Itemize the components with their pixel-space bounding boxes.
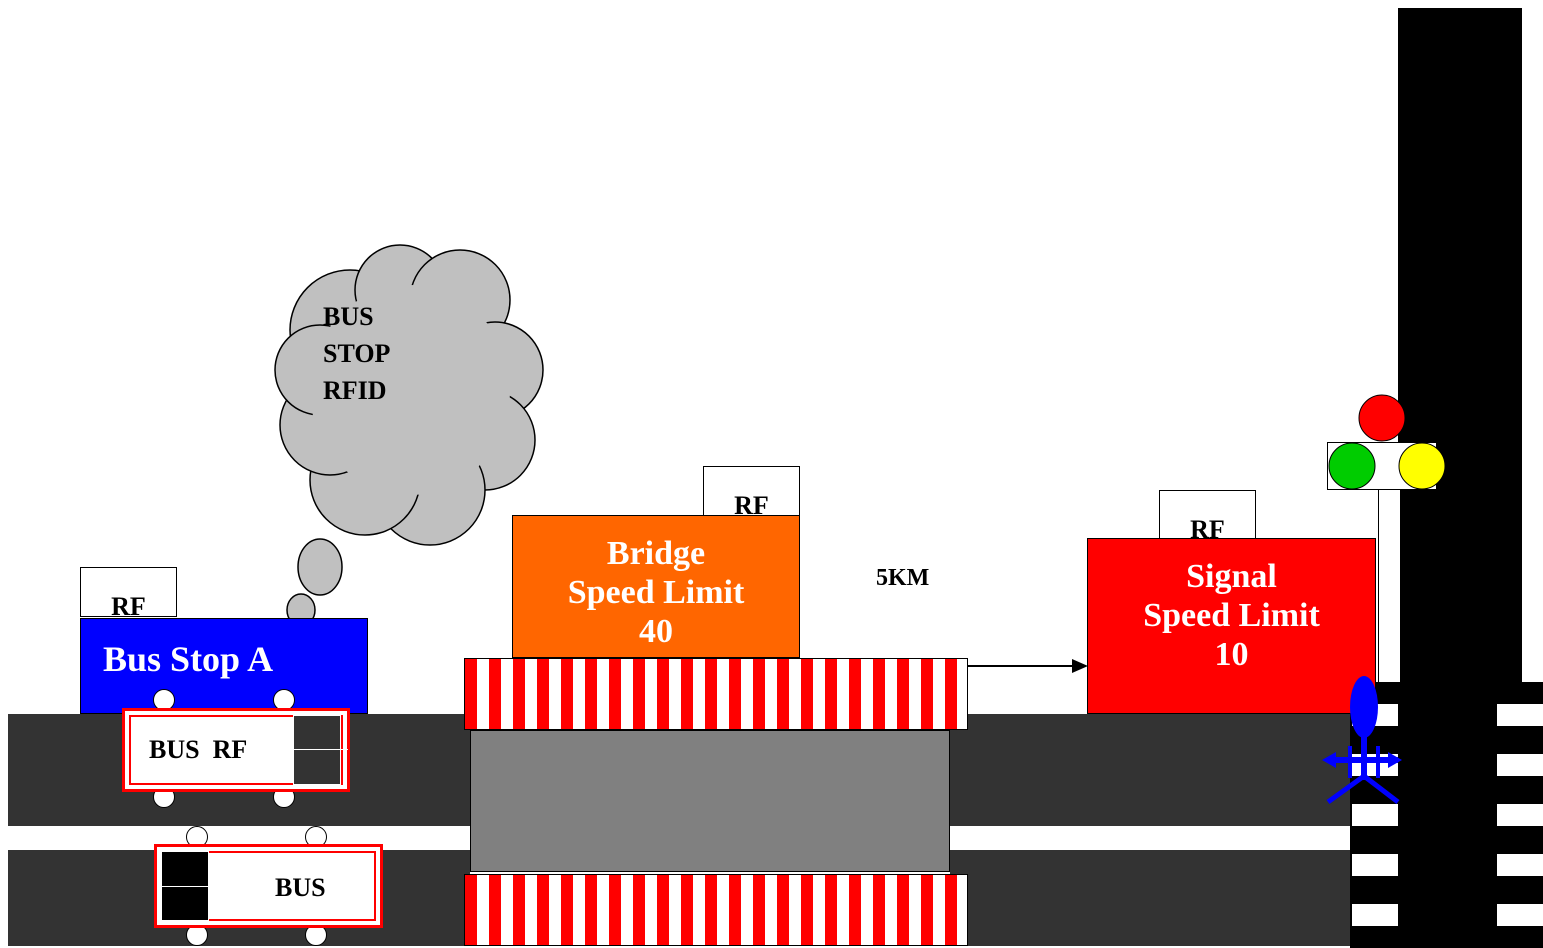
traffic-light-icon [1328, 394, 1446, 490]
bridge-label-line-3: 40 [639, 613, 673, 651]
distance-label: 5KM [876, 565, 930, 591]
bus-lower-label: BUS [275, 873, 326, 902]
bridge-label-line-2: Speed Limit [567, 574, 745, 612]
cloud-label: BUS STOP RFID [323, 298, 390, 409]
signal-sign: Signal Speed Limit 10 [1087, 538, 1376, 714]
traffic-light-pole [1378, 490, 1400, 682]
bridge-railing-bottom [464, 874, 968, 946]
crosswalk-stripe [1352, 804, 1398, 826]
bus-upper-rf: RF [212, 735, 248, 764]
pedestrian-icon [1322, 676, 1402, 805]
bridge-sign: Bridge Speed Limit 40 [512, 515, 800, 658]
bus-lower-cab-line [162, 886, 216, 887]
signal-label-line-3: 10 [1214, 636, 1249, 674]
crosswalk-stripe [1352, 854, 1398, 876]
bridge-railing-top [464, 658, 968, 730]
cloud-line-1: BUS [323, 302, 374, 331]
crosswalk-stripe [1352, 904, 1398, 926]
crosswalk-stripe [1497, 904, 1543, 926]
crosswalk-stripe [1497, 804, 1543, 826]
signal-rf-label: RF [1190, 515, 1225, 540]
bus-stop-sign: Bus Stop A [80, 618, 368, 714]
cloud-line-3: RFID [323, 376, 387, 405]
signal-rf-tag: RF [1159, 490, 1256, 540]
signal-label-line-2: Speed Limit [1143, 597, 1320, 635]
bus-upper-label: BUS RF [149, 735, 247, 765]
bus-upper: BUS RF [122, 708, 350, 792]
bus-lower: BUS [154, 844, 383, 928]
road-lower-right [950, 850, 1350, 946]
bus-stop-rf-tag: RF [80, 567, 177, 617]
distance-arrow-icon [968, 659, 1088, 673]
bus-stop-label: Bus Stop A [103, 639, 274, 679]
bus-stop-rf-label: RF [111, 592, 146, 617]
bridge-rf-tag: RF [703, 466, 800, 516]
green-light-icon [1328, 442, 1376, 490]
bridge-rf-label: RF [734, 491, 769, 516]
bus-lower-cab [161, 851, 216, 921]
yellow-light-icon [1398, 442, 1446, 490]
cloud-line-2: STOP [323, 339, 391, 368]
bridge-deck [470, 730, 950, 872]
crosswalk-stripe [1497, 754, 1543, 776]
bridge-label-line-1: Bridge [606, 535, 706, 572]
bus-upper-cab-line [294, 749, 348, 750]
road-divider-right [950, 826, 1350, 850]
bus-upper-text: BUS [149, 735, 200, 764]
thought-cloud-icon [274, 244, 544, 646]
crosswalk-stripe [1497, 854, 1543, 876]
road-upper-right [950, 714, 1350, 826]
bus-upper-cab [293, 715, 348, 785]
red-light-icon [1358, 394, 1406, 442]
crosswalk-stripe [1497, 704, 1543, 726]
signal-label-line-1: Signal [1186, 558, 1277, 595]
bus-upper-inner [129, 715, 343, 785]
